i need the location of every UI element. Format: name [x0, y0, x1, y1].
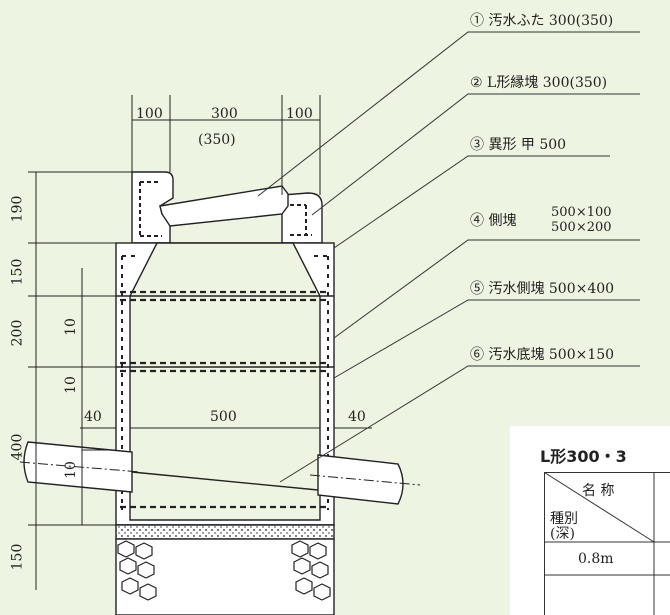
callout-1: ① 汚水ふた 300(350)	[470, 14, 613, 28]
dim-left-400: 400	[9, 433, 26, 461]
dim-inner-500: 500	[210, 409, 237, 425]
body-inner	[129, 242, 321, 521]
foundation	[115, 524, 335, 615]
callout-6: ⑥ 汚水底塊 500×150	[470, 348, 614, 362]
joint-dashes	[120, 290, 330, 509]
dim-inner-10-a: 10	[62, 318, 79, 336]
dim-top-300: 300	[211, 106, 238, 122]
table-grid	[544, 472, 670, 615]
table-header-name: 名 称	[582, 483, 615, 499]
lid-plate	[159, 185, 289, 227]
table-row-depth: 0.8m	[578, 551, 614, 567]
dim-left-200: 200	[9, 319, 26, 347]
callout-3-num: ③	[470, 137, 484, 153]
callout-5-text: 汚水側塊 500×400	[488, 281, 615, 297]
callout-2-num: ②	[470, 75, 483, 91]
callout-6-num: ⑥	[470, 347, 484, 363]
dim-wall-40-right: 40	[348, 409, 366, 425]
stones	[117, 540, 331, 601]
callout-4: ④ 側塊	[470, 214, 516, 228]
callout-2-text: L形縁塊 300(350)	[487, 75, 608, 91]
leader-lines	[257, 31, 640, 483]
wall-rebar	[121, 255, 329, 510]
dim-wall-40-left: 40	[84, 409, 102, 425]
table-title: L形300・3	[540, 447, 627, 466]
callout-1-num: ①	[470, 13, 484, 29]
dim-pipe-10: 10	[62, 461, 79, 479]
lid-hatch	[139, 181, 312, 237]
dim-top-100-left: 100	[136, 106, 163, 122]
pipe-through	[131, 471, 319, 491]
dim-top-350: (350)	[198, 132, 236, 148]
dim-left-190: 190	[9, 195, 26, 223]
table-header-type: 種別	[550, 511, 578, 527]
spec-table: 名 称 種別 (深) 0.8m	[544, 472, 670, 615]
callout-2: ② L形縁塊 300(350)	[470, 76, 607, 90]
dim-left-150-top: 150	[9, 258, 26, 286]
pipe-centerlines	[19, 461, 421, 486]
callout-3-text: 異形 甲 500	[488, 137, 567, 153]
dim-left-150-bottom: 150	[9, 543, 26, 571]
callout-3: ③ 異形 甲 500	[470, 138, 566, 152]
sand-layer	[115, 524, 335, 540]
callout-6-text: 汚水底塊 500×150	[488, 347, 615, 363]
callout-5: ⑤ 汚水側塊 500×400	[470, 282, 614, 296]
callout-5-num: ⑤	[470, 281, 484, 297]
callout-4-num: ④	[470, 213, 484, 229]
table-header-depth: (深)	[550, 526, 575, 542]
callout-1-text: 汚水ふた 300(350)	[488, 13, 614, 29]
callout-4-size-1: 500×100	[551, 205, 612, 220]
lid-assembly	[131, 171, 323, 244]
dim-top-100-right: 100	[286, 106, 313, 122]
callout-4-text: 側塊	[488, 213, 517, 229]
callout-4-size-2: 500×200	[551, 220, 612, 235]
dimension-lines	[28, 95, 372, 590]
dim-inner-10-b: 10	[62, 376, 79, 394]
